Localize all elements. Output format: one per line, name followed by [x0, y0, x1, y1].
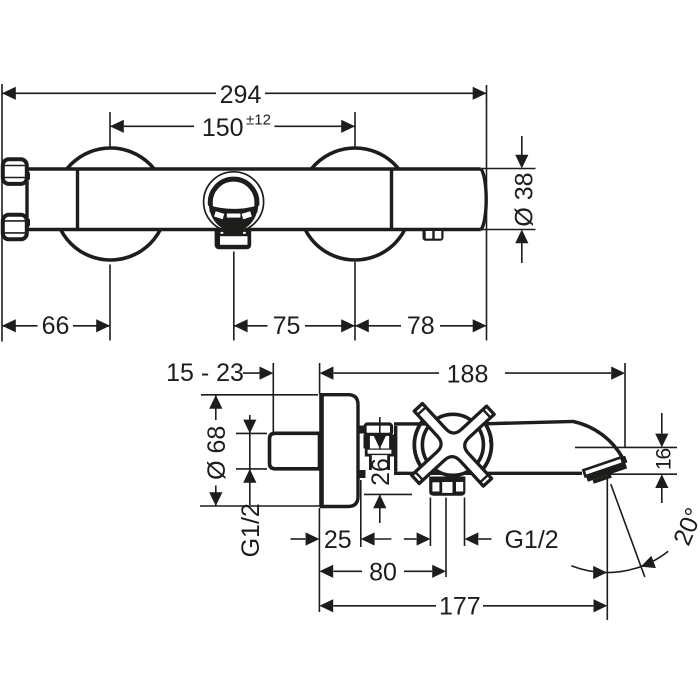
svg-text:26: 26 — [367, 458, 395, 486]
svg-text:66: 66 — [42, 312, 70, 340]
svg-text:75: 75 — [273, 312, 301, 340]
svg-text:78: 78 — [407, 312, 435, 340]
svg-text:G1/2: G1/2 — [504, 526, 558, 554]
svg-text:188: 188 — [447, 361, 489, 389]
svg-text:25: 25 — [324, 526, 352, 554]
svg-text:15 - 23: 15 - 23 — [166, 359, 244, 387]
svg-text:150: 150 — [202, 114, 244, 142]
svg-text:294: 294 — [220, 81, 262, 109]
svg-text:Ø 38: Ø 38 — [511, 172, 539, 226]
svg-text:16: 16 — [652, 449, 675, 471]
svg-text:Ø 68: Ø 68 — [203, 426, 231, 480]
svg-text:G1/2: G1/2 — [237, 503, 265, 557]
svg-text:177: 177 — [439, 592, 481, 620]
svg-text:80: 80 — [369, 559, 397, 587]
svg-text:±12: ±12 — [246, 112, 271, 129]
